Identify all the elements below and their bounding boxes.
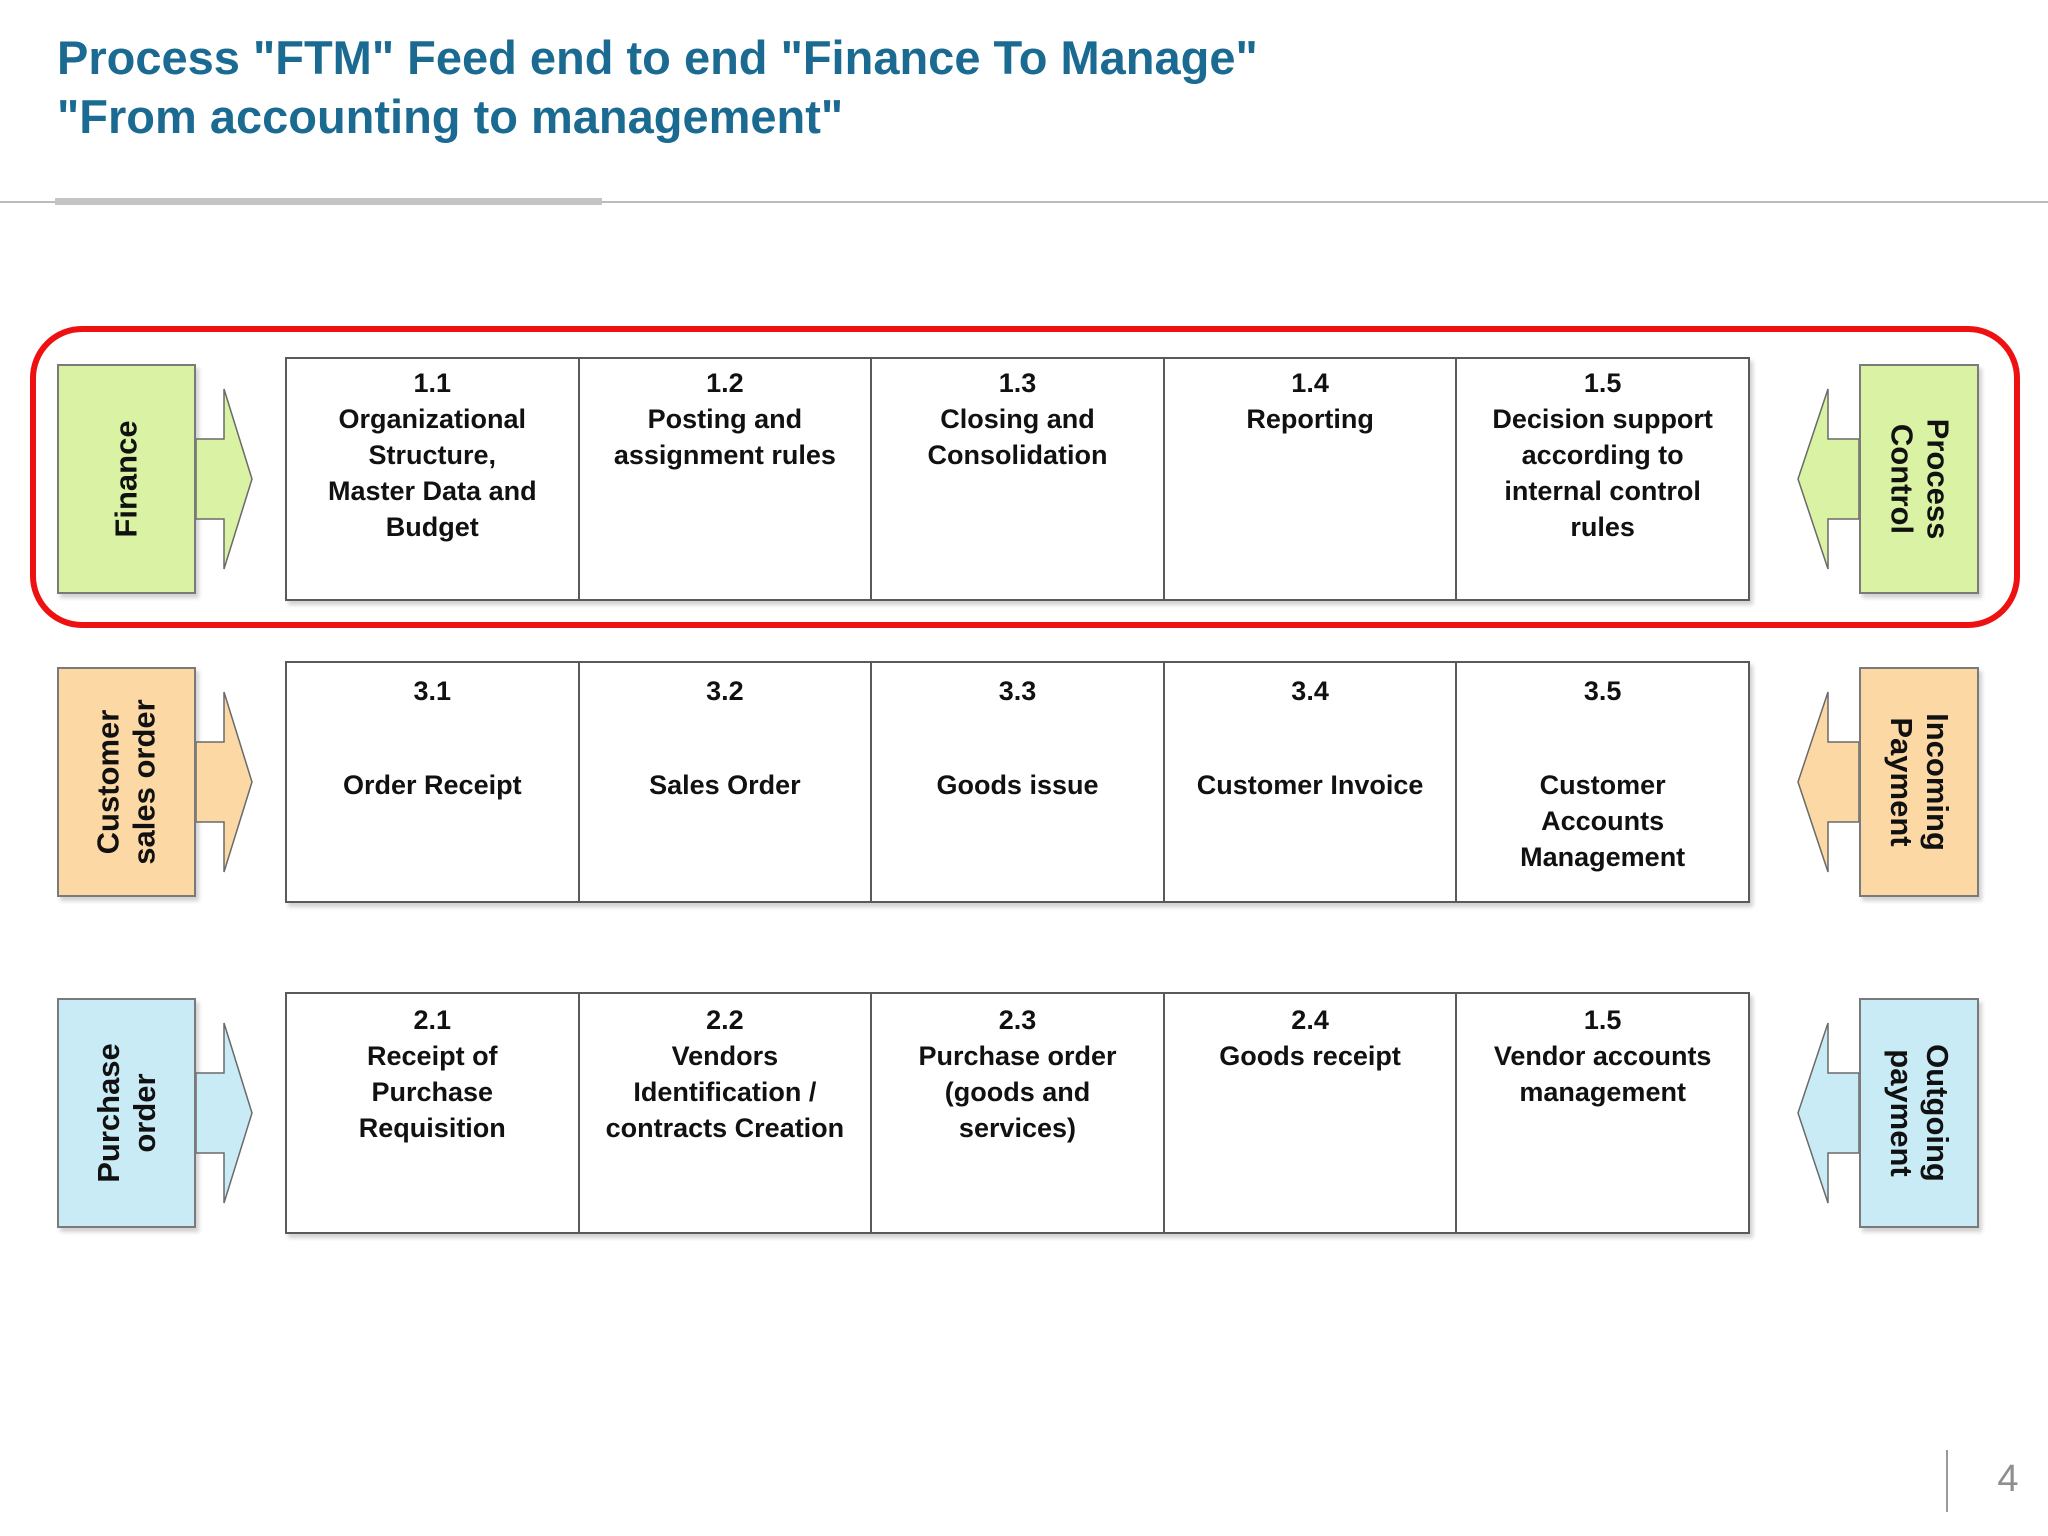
- row-end-label-outgoing-payment: Outgoing payment: [1859, 998, 1979, 1228]
- process-step-3-4: 3.4 Customer Invoice: [1164, 661, 1458, 903]
- process-step-2-4: 2.4 Goods receipt: [1164, 992, 1458, 1234]
- step-number: 1.4: [1291, 368, 1329, 398]
- step-number: 1.5: [1583, 1005, 1622, 1035]
- step-number: 1.5: [1583, 368, 1622, 398]
- process-row-customer-sales-order: Customer sales order 3.1 Order Receipt 3…: [57, 661, 1979, 903]
- step-number: 3.4: [1291, 676, 1329, 706]
- process-step-3-2: 3.2 Sales Order: [579, 661, 873, 903]
- process-row-purchase-order: Purchase order 2.1 Receipt of Purchase R…: [57, 992, 1979, 1234]
- highlight-frame-finance-row: [30, 326, 2020, 628]
- step-label: Customer Accounts Management: [1520, 770, 1686, 872]
- process-step-2-2: 2.2 Vendors Identification / contracts C…: [579, 992, 873, 1234]
- process-step-2-3: 2.3 Purchase order (goods and services): [872, 992, 1165, 1234]
- step-number: 1.3: [998, 368, 1037, 398]
- process-step-1-4: 1.4 Reporting: [1164, 357, 1458, 601]
- step-label: Reporting: [1246, 404, 1374, 434]
- step-label: Closing and Consolidation: [927, 404, 1108, 470]
- row-start-label-customer-sales-order: Customer sales order: [57, 667, 196, 897]
- step-number: 2.1: [413, 1005, 452, 1035]
- row-start-label-purchase-order-text: Purchase order: [90, 1043, 162, 1183]
- process-step-3-1: 3.1 Order Receipt: [285, 661, 580, 903]
- process-row-finance: Finance 1.1 Organizational Structure, Ma…: [57, 357, 1979, 601]
- row-end-label-process-control: Process Control: [1859, 364, 1979, 594]
- step-label: Customer Invoice: [1196, 770, 1424, 800]
- step-number: 3.2: [706, 676, 744, 706]
- step-label: Goods issue: [936, 770, 1099, 800]
- step-number: 1.1: [413, 368, 452, 398]
- process-steps-finance: 1.1 Organizational Structure, Master Dat…: [285, 357, 1750, 601]
- page-number: 4: [1997, 1458, 2019, 1500]
- step-number: 3.1: [413, 676, 452, 706]
- right-arrow-icon: [196, 1022, 253, 1204]
- step-number: 3.5: [1583, 676, 1622, 706]
- left-arrow-icon: [1797, 691, 1859, 873]
- step-label: Sales Order: [649, 770, 801, 800]
- process-step-1-3: 1.3 Closing and Consolidation: [872, 357, 1165, 601]
- right-arrow-icon: [196, 388, 253, 570]
- row-end-label-incoming-payment-text: Incoming Payment: [1884, 713, 1955, 851]
- page-title-line-1: Process "FTM" Feed end to end "Finance T…: [57, 31, 1258, 84]
- process-step-1-5: 1.5 Decision support according to intern…: [1457, 357, 1750, 601]
- step-number: 2.2: [706, 1005, 744, 1035]
- step-number: 2.4: [1291, 1005, 1329, 1035]
- row-start-label-finance: Finance: [57, 364, 196, 594]
- step-number: 1.2: [706, 368, 744, 398]
- page-title-line-2: "From accounting to management": [57, 90, 844, 143]
- process-steps-customer: 3.1 Order Receipt 3.2 Sales Order 3.3 Go…: [285, 661, 1750, 903]
- step-label: Goods receipt: [1219, 1041, 1401, 1071]
- process-step-2-1: 2.1 Receipt of Purchase Requisition: [285, 992, 580, 1234]
- row-start-label-purchase-order: Purchase order: [57, 998, 196, 1228]
- row-end-label-outgoing-payment-text: Outgoing payment: [1884, 1044, 1956, 1182]
- step-number: 3.3: [998, 676, 1037, 706]
- process-step-1-2: 1.2 Posting and assignment rules: [579, 357, 873, 601]
- step-label: Receipt of Purchase Requisition: [358, 1041, 506, 1143]
- row-end-label-incoming-payment: Incoming Payment: [1859, 667, 1979, 897]
- page-title: Process "FTM" Feed end to end "Finance T…: [57, 28, 1857, 146]
- process-step-3-5: 3.5 Customer Accounts Management: [1457, 661, 1750, 903]
- step-label: Organizational Structure, Master Data an…: [328, 404, 537, 542]
- step-label: Order Receipt: [343, 770, 522, 800]
- step-number: 2.3: [998, 1005, 1037, 1035]
- process-steps-purchase: 2.1 Receipt of Purchase Requisition 2.2 …: [285, 992, 1750, 1234]
- step-label: Purchase order (goods and services): [918, 1041, 1117, 1143]
- left-arrow-icon: [1797, 388, 1859, 570]
- left-arrow-icon: [1797, 1022, 1859, 1204]
- right-arrow-icon: [196, 691, 253, 873]
- row-start-label-customer-sales-order-text: Customer sales order: [90, 699, 162, 865]
- process-step-3-3: 3.3 Goods issue: [872, 661, 1165, 903]
- step-label: Vendors Identification / contracts Creat…: [605, 1041, 845, 1143]
- step-label: Decision support according to internal c…: [1492, 404, 1713, 542]
- title-rule-thick: [55, 198, 602, 205]
- step-label: Posting and assignment rules: [613, 404, 836, 470]
- process-step-1-1: 1.1 Organizational Structure, Master Dat…: [285, 357, 580, 601]
- step-label: Vendor accounts management: [1493, 1041, 1712, 1107]
- title-rule-thin: [0, 201, 2048, 203]
- process-step-2-5: 1.5 Vendor accounts management: [1457, 992, 1750, 1234]
- footer-divider: [1946, 1450, 1948, 1512]
